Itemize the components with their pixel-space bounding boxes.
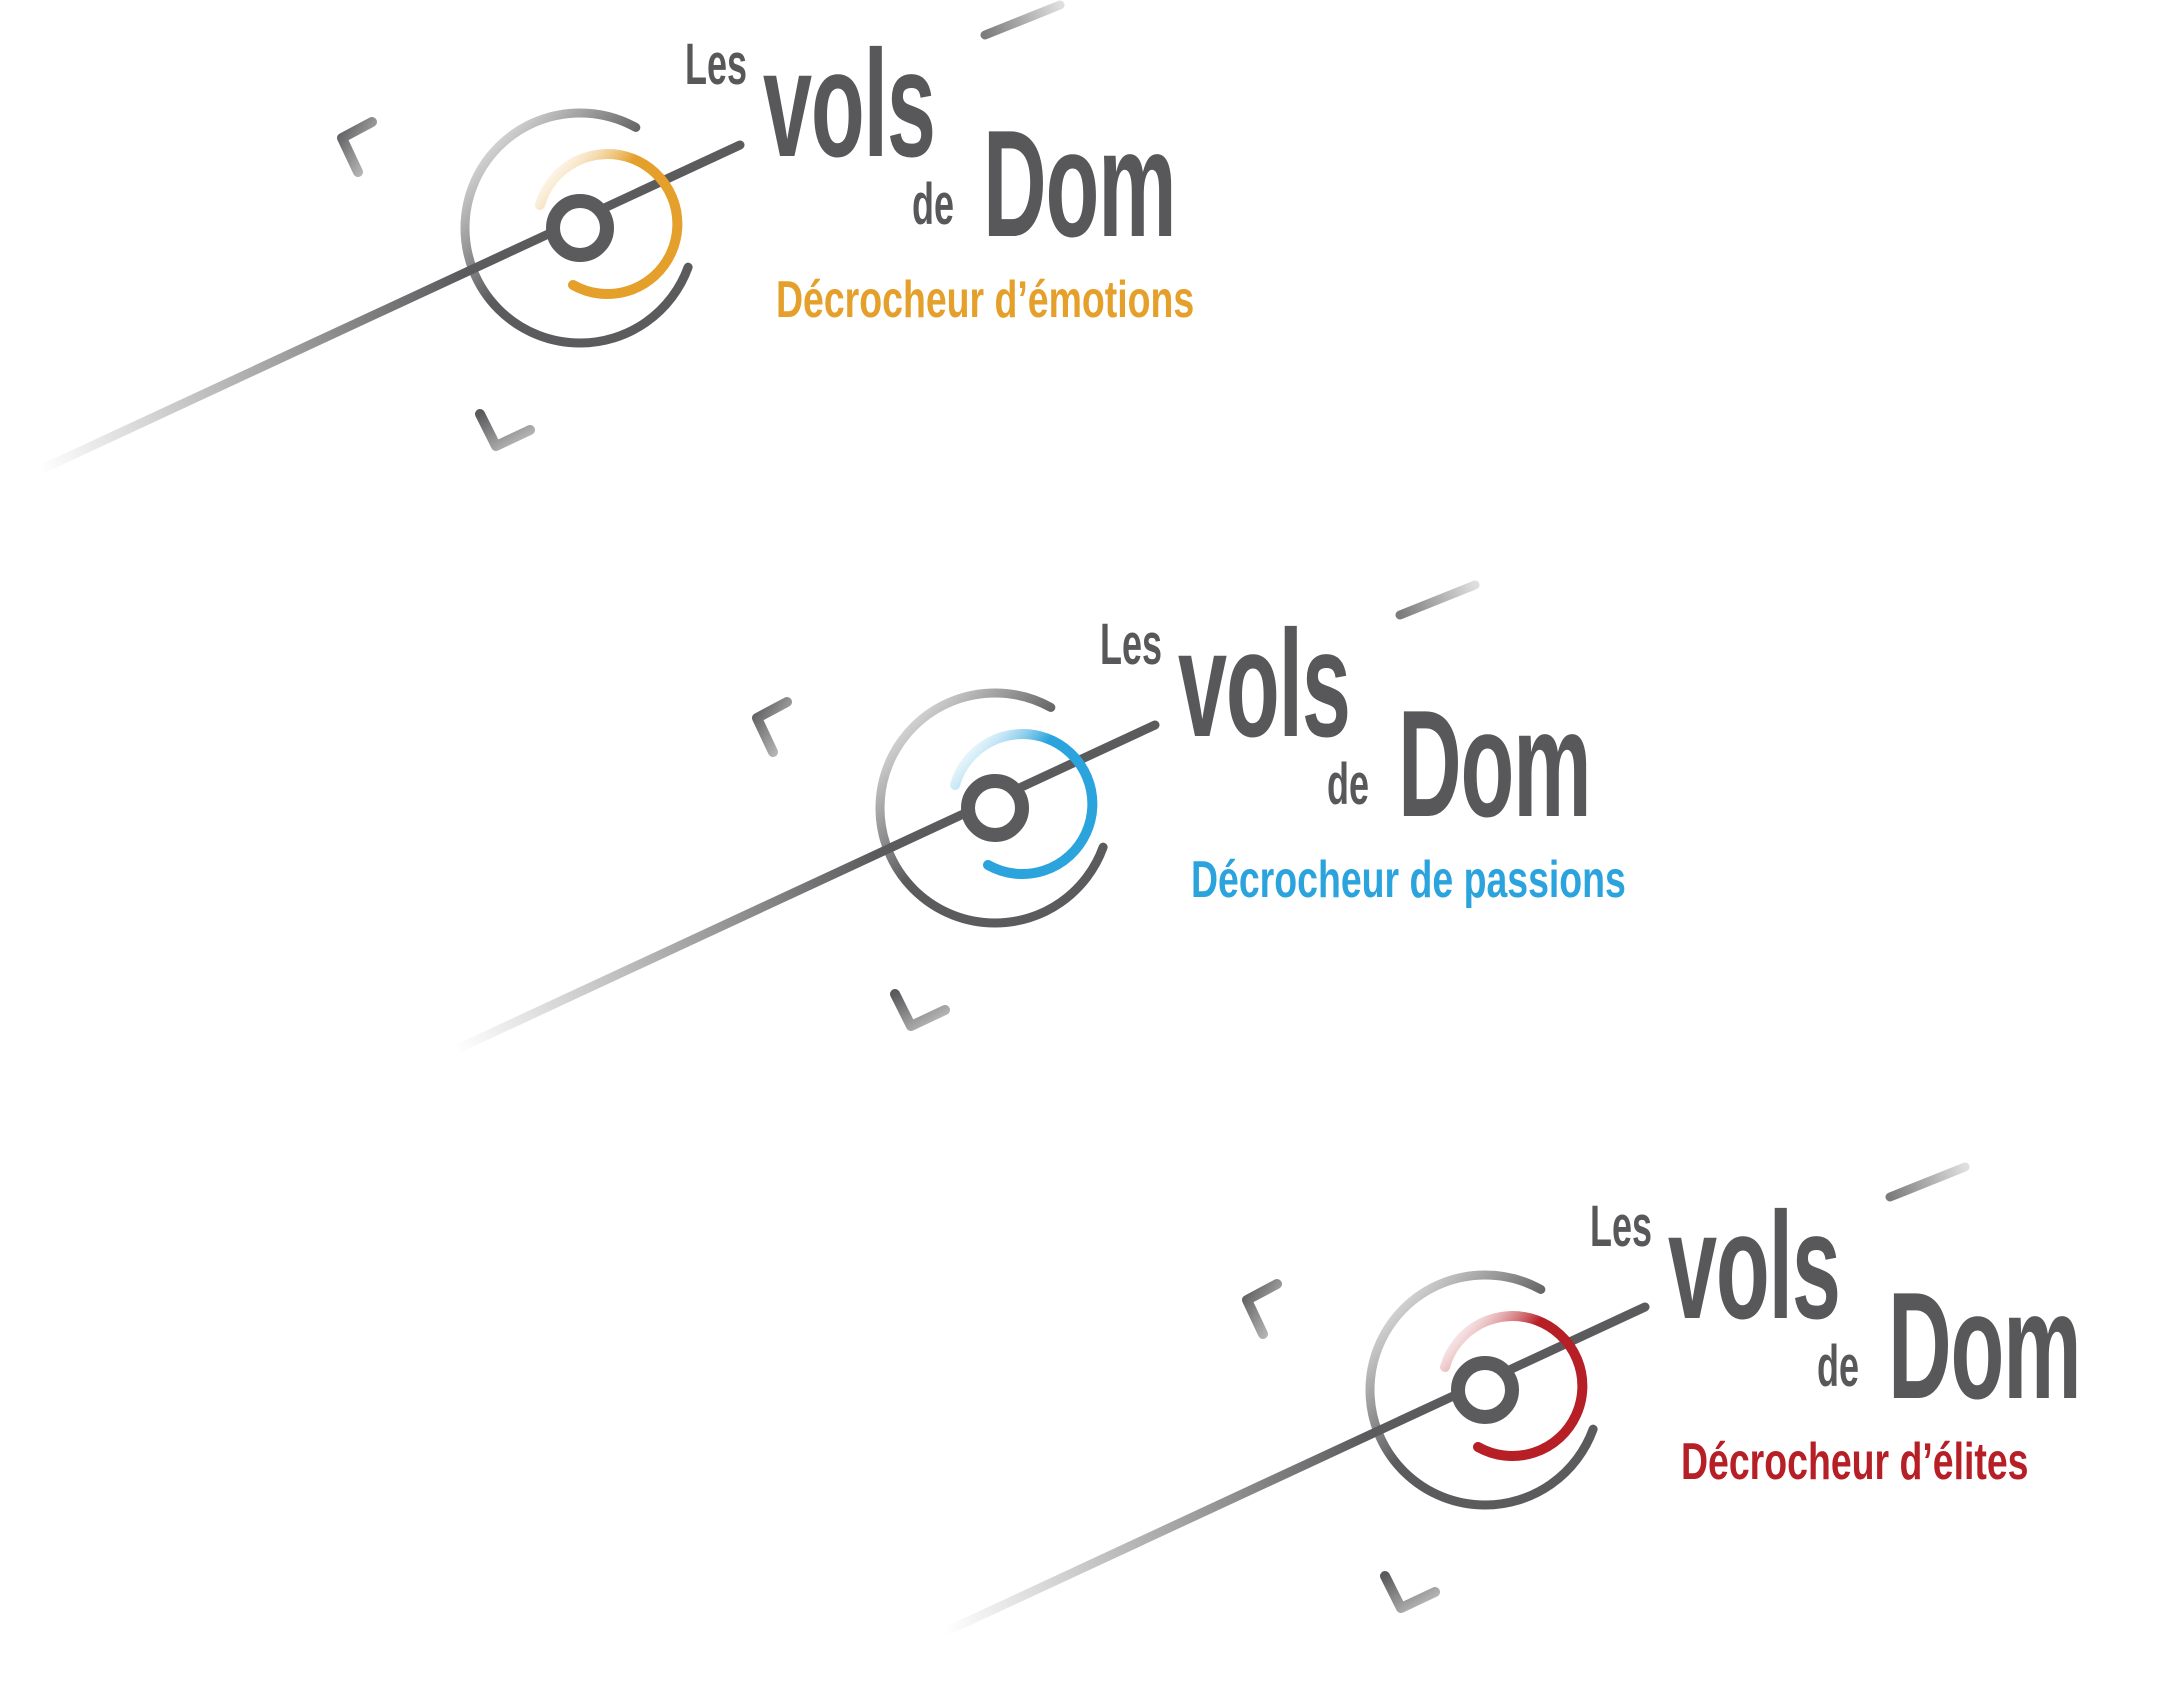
chevron-lower-icon — [475, 409, 535, 451]
wordmark-les: Les — [1590, 1194, 1652, 1259]
tagline: Décrocheur de passions — [1191, 851, 1626, 909]
wordmark-de: de — [1327, 752, 1369, 817]
wordmark-vols: vols — [763, 19, 936, 189]
logo-mark — [450, 580, 1480, 1055]
logo-emotions: Les vols de Dom Décrocheur d’émotions — [35, 0, 1340, 520]
logo-elites: Les vols de Dom Décrocheur d’élites — [940, 1162, 2184, 1682]
diagonal-line — [450, 720, 1160, 1055]
chevron-upper-icon — [752, 697, 792, 757]
outer-ring — [875, 688, 1115, 928]
accent-ring — [950, 729, 1098, 880]
chevron-upper-icon — [337, 117, 377, 177]
wordmark-de: de — [912, 172, 954, 237]
center-circle — [546, 194, 614, 262]
tagline: Décrocheur d’émotions — [776, 271, 1195, 329]
center-circle — [1451, 1356, 1519, 1424]
outer-ring — [1365, 1270, 1605, 1510]
wordmark-vols: vols — [1178, 599, 1351, 769]
diagonal-line — [35, 140, 745, 475]
chevron-upper-icon — [1242, 1279, 1282, 1339]
top-dash — [1395, 580, 1480, 620]
chevron-lower-icon — [1380, 1571, 1440, 1613]
accent-ring — [535, 149, 683, 300]
logo-passions: Les vols de Dom Décrocheur de passions — [450, 580, 1755, 1100]
wordmark-dom: Dom — [1398, 679, 1592, 849]
top-dash — [1885, 1162, 1970, 1202]
wordmark-dom: Dom — [1888, 1261, 2082, 1431]
chevron-lower-icon — [890, 989, 950, 1031]
accent-ring — [1440, 1311, 1588, 1462]
wordmark-les: Les — [685, 32, 747, 97]
center-circle — [961, 774, 1029, 842]
wordmark-de: de — [1817, 1334, 1859, 1399]
logo-mark — [940, 1162, 1970, 1637]
diagonal-line — [940, 1302, 1650, 1637]
logo-mark — [35, 0, 1065, 475]
outer-ring — [460, 108, 700, 348]
wordmark-vols: vols — [1668, 1181, 1841, 1351]
wordmark-les: Les — [1100, 612, 1162, 677]
wordmark-dom: Dom — [983, 99, 1177, 269]
tagline: Décrocheur d’élites — [1681, 1433, 2029, 1491]
top-dash — [980, 0, 1065, 40]
